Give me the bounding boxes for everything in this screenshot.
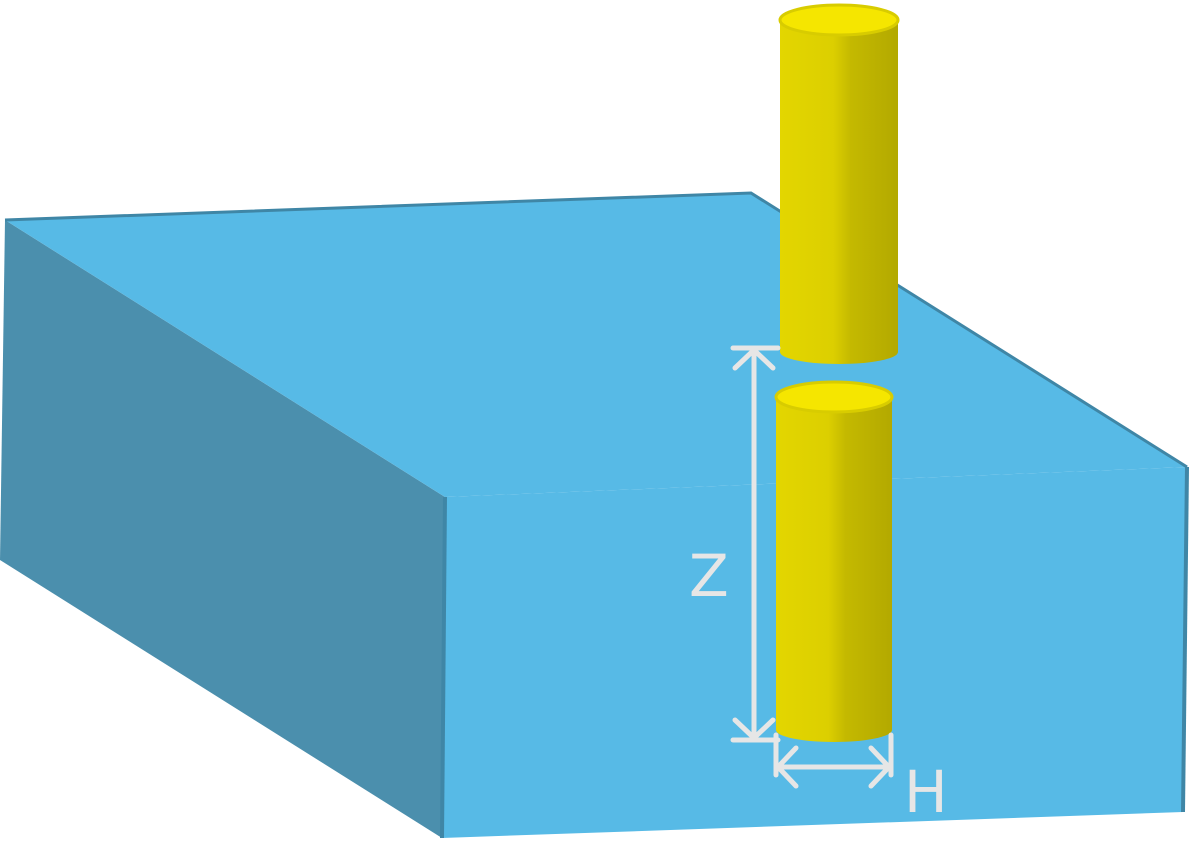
block-top-edge: [4, 191, 1188, 469]
block: [0, 191, 1189, 839]
lower-cylinder-body: [776, 398, 892, 742]
upper-cylinder: [778, 3, 900, 364]
h-dimension: [773, 732, 894, 789]
block-right-edge: [1181, 466, 1189, 813]
h-dimension-arrow-right: [868, 745, 893, 789]
block-left-face: [0, 220, 445, 838]
z-dimension: [730, 345, 781, 743]
h-label: H: [904, 758, 948, 826]
z-label: Z: [689, 542, 729, 610]
lower-cylinder-cap: [774, 380, 894, 414]
block-front-edge: [440, 496, 447, 839]
z-dimension-arrow-bottom: [732, 717, 776, 742]
upper-cylinder-body: [780, 22, 898, 364]
h-dimension-arrow-left: [774, 745, 799, 789]
z-dimension-arrow-top: [732, 346, 776, 371]
lower-cylinder: [774, 380, 894, 742]
upper-cylinder-cap: [778, 3, 900, 37]
